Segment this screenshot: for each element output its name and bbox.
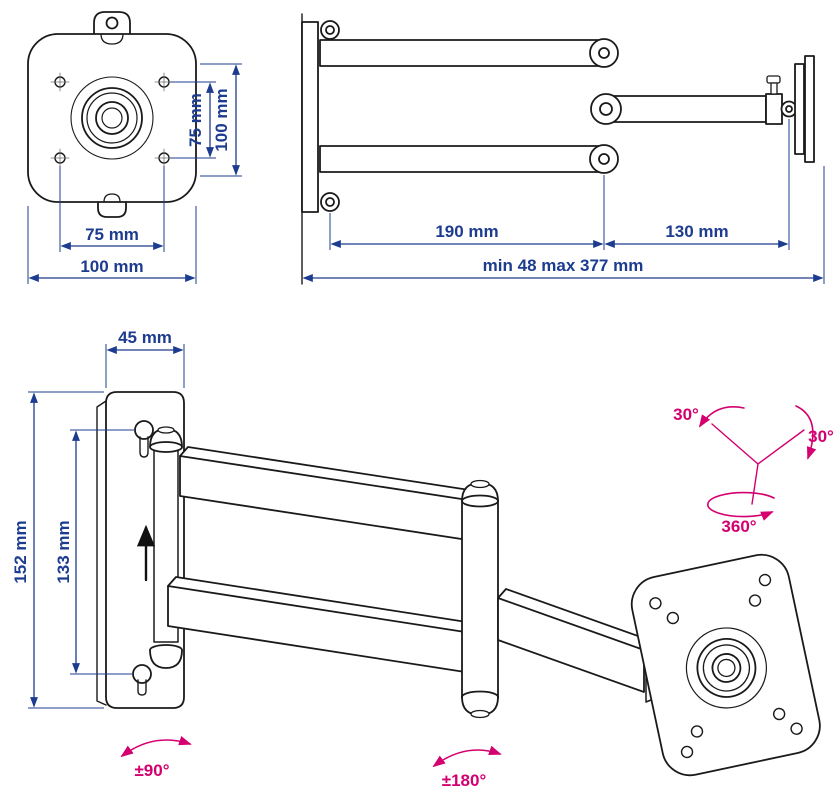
- vesa-plate-body: [630, 553, 821, 777]
- rotation-labels: 30° 30° 360° ±90° ±180°: [134, 405, 834, 790]
- tilt-bolt-shaft: [770, 82, 778, 95]
- tilt-axis-lines: [711, 423, 805, 505]
- perspective-view: [96, 391, 821, 777]
- wall-plate-top-view: [301, 21, 319, 213]
- wall-bracket-side: [96, 400, 107, 706]
- tilt-arrow-left: [698, 406, 745, 428]
- tilt-arrow-right: [795, 405, 817, 460]
- rot-label-rotation-plate: 360°: [721, 517, 756, 536]
- elbow-post: [461, 499, 499, 699]
- arm2-front: [497, 597, 645, 693]
- extension-lines: [28, 344, 185, 709]
- vesa-holes-perspective: [649, 573, 803, 759]
- wall-hinge-cap-top-base: [149, 441, 183, 453]
- elbow-pivot-bottom-inner: [598, 153, 610, 165]
- elbow-pivot-mid-inner: [599, 102, 613, 116]
- swivel-90-arrow: [120, 735, 192, 758]
- perspective-dimensions: [28, 344, 185, 709]
- top-view-labels: 190 mm 130 mm min 48 max 377 mm: [435, 222, 728, 275]
- elbow-pivot-top-inner: [598, 47, 610, 59]
- bottom-notch: [103, 193, 121, 203]
- wall-hinge-cap-top-knob: [157, 426, 175, 434]
- vesa-plate-front: [27, 33, 197, 203]
- dim-label-front-height-inner: 75 mm: [186, 93, 205, 147]
- elbow-cap-top-knob: [470, 479, 490, 489]
- ball-joint-perspective: [685, 627, 768, 709]
- rot-label-tilt-left: 30°: [673, 405, 699, 424]
- vesa-plate-edge: [794, 63, 805, 155]
- dim-label-bracket-height: 152 mm: [11, 520, 30, 583]
- elbow-pivot-top: [589, 38, 619, 68]
- dim-label-arm2: 130 mm: [665, 222, 728, 241]
- dim-label-front-width-outer: 100 mm: [80, 257, 143, 276]
- wall-pivot-cap-top-inner: [325, 25, 335, 35]
- top-view: [301, 13, 815, 285]
- wall-pivot-cap-bottom-inner: [325, 197, 335, 207]
- perspective-dimension-labels: 45 mm 152 mm 133 mm: [11, 328, 172, 584]
- wall-pivot-cap-bottom: [320, 192, 340, 212]
- dim-label-arm1: 190 mm: [435, 222, 498, 241]
- ball-joint-front: [70, 76, 154, 160]
- rot-label-tilt-right: 30°: [808, 427, 834, 446]
- rot-label-swivel-wall: ±90°: [134, 761, 169, 780]
- tilt-pivot-inner: [785, 105, 793, 113]
- hole-crosshairs: [50, 72, 174, 168]
- arm2-top-view: [599, 95, 767, 123]
- extension-lines: [27, 63, 242, 284]
- rot-label-swivel-elbow: ±180°: [442, 771, 487, 790]
- dim-label-front-height-outer: 100 mm: [212, 88, 231, 151]
- top-view-dimensions: [302, 119, 825, 284]
- dim-label-front-width-inner: 75 mm: [85, 225, 139, 244]
- top-notch: [100, 33, 124, 45]
- wall-hinge-cap-bottom: [149, 649, 183, 669]
- front-view: [27, 11, 197, 218]
- front-view-labels: 75 mm 100 mm 75 mm 100 mm: [80, 88, 231, 276]
- vesa-plate-perspective: [630, 553, 821, 777]
- elbow-pivot-mid: [590, 93, 622, 125]
- dim-label-extension-range: min 48 max 377 mm: [483, 256, 644, 275]
- top-tab-hole: [105, 16, 119, 30]
- keyhole-bottom-slot: [137, 679, 147, 696]
- bottom-mount-tab: [97, 201, 127, 218]
- elbow-cap-bottom-knob: [470, 709, 490, 719]
- keyhole-top-slot: [139, 436, 149, 458]
- elbow-cap-top-base: [461, 494, 499, 508]
- dim-label-hole-spacing: 133 mm: [54, 520, 73, 583]
- front-view-dimensions: [27, 63, 242, 284]
- tilt-bolt-head: [766, 75, 781, 84]
- elbow-pivot-bottom: [589, 144, 619, 174]
- swivel-180-arrow: [432, 745, 502, 768]
- rotation-annotations: [120, 405, 817, 768]
- tilt-clevis: [765, 93, 783, 125]
- rotate-360-arrow: [707, 491, 775, 521]
- extension-lines: [329, 119, 825, 284]
- arm1-upper-bar: [319, 39, 605, 67]
- arm1-lower-bar: [319, 145, 605, 173]
- wall-pivot-cap-top: [320, 20, 340, 40]
- dim-label-bracket-width: 45 mm: [118, 328, 172, 347]
- vesa-plate-outer-edge: [804, 55, 815, 163]
